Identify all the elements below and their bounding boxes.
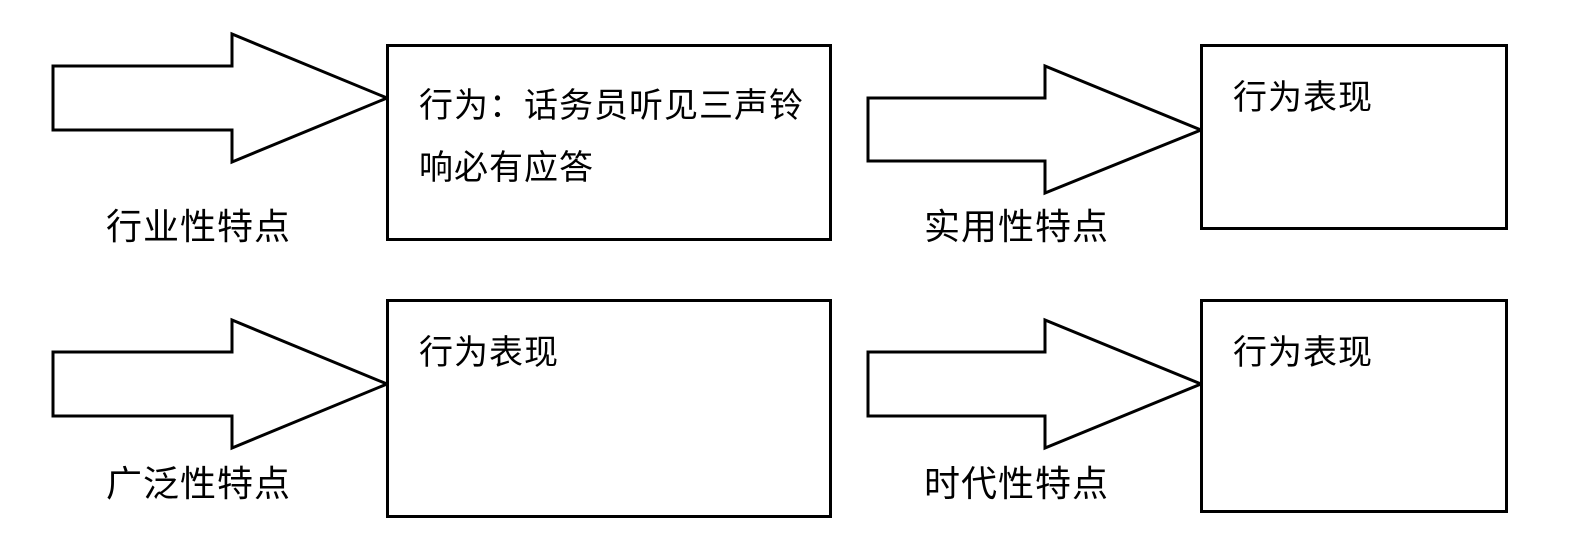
behavior-box: 行为：话务员听见三声铃响必有应答 [386, 44, 832, 241]
behavior-box: 行为表现 [1200, 44, 1508, 230]
behavior-text: 行为表现 [419, 333, 559, 373]
behavior-box: 行为表现 [386, 299, 832, 518]
arrow-shape [51, 31, 391, 165]
behavior-text: 行为：话务员听见三声铃响必有应答 [419, 86, 804, 188]
feature-label: 实用性特点 [924, 207, 1110, 248]
feature-label: 时代性特点 [924, 464, 1110, 505]
behavior-text: 行为表现 [1233, 78, 1373, 118]
arrow-shape [866, 63, 1205, 196]
feature-label: 行业性特点 [106, 207, 292, 248]
behavior-text: 行为表现 [1233, 333, 1373, 373]
arrow-shape [866, 317, 1205, 451]
arrow-shape [51, 317, 391, 451]
feature-label: 广泛性特点 [106, 464, 292, 505]
behavior-box: 行为表现 [1200, 299, 1508, 513]
